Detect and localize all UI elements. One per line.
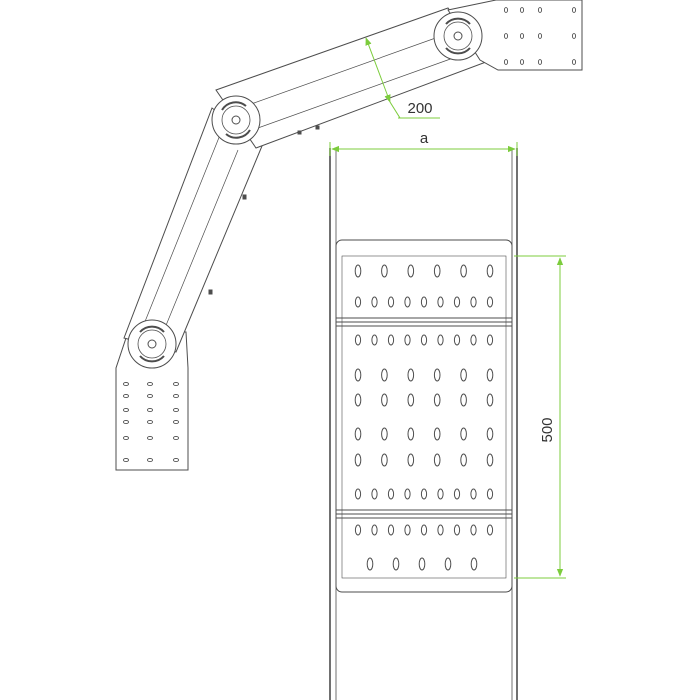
- dimension-length-label: 500: [539, 417, 556, 442]
- perforation-slot: [404, 488, 411, 500]
- perforation-slot: [371, 524, 378, 536]
- dimension-length: 500: [514, 255, 566, 579]
- perforation-slot: [453, 334, 461, 346]
- perforation-slot: [371, 296, 378, 308]
- perforation-slot: [433, 453, 441, 467]
- perforation-slot: [404, 334, 411, 346]
- perforation-slot: [418, 557, 426, 571]
- perforation-slot: [387, 488, 395, 500]
- perforation-slot: [470, 488, 477, 500]
- perforation-slot: [404, 524, 411, 536]
- perforation-slot: [381, 427, 388, 441]
- straight-tray: [329, 148, 518, 700]
- dimension-width: a: [329, 130, 518, 156]
- stiffening-rib-upper: [336, 317, 512, 327]
- perforation-slot: [407, 368, 415, 382]
- perforation-slot: [420, 524, 428, 536]
- perforation-slot: [354, 524, 362, 536]
- perforation-slot: [453, 488, 461, 500]
- perforation-slot: [460, 393, 467, 407]
- tray-cover: [335, 239, 513, 593]
- perforation-slot: [392, 557, 400, 571]
- perforation-slot: [486, 334, 494, 346]
- perforation-slot: [354, 368, 362, 382]
- perforation-slot: [407, 393, 415, 407]
- perforation-slot: [387, 296, 395, 308]
- perforation-slot: [433, 393, 441, 407]
- dimension-offset: 200: [365, 37, 440, 119]
- perforation-slot: [470, 524, 477, 536]
- adjustable-bend: [115, 0, 583, 471]
- stiffening-rib-lower: [336, 509, 512, 519]
- perforation-slot: [407, 427, 415, 441]
- perforation-slot: [437, 296, 444, 308]
- perforation-slot: [354, 427, 362, 441]
- perforation-slot: [387, 334, 395, 346]
- perforation-slot: [470, 557, 478, 571]
- perforation-slot: [387, 524, 395, 536]
- perforation-slot: [486, 296, 494, 308]
- perforation-slot: [371, 334, 378, 346]
- perforation-slot: [470, 334, 477, 346]
- perforation-slot: [371, 488, 378, 500]
- perforation-slot: [460, 427, 467, 441]
- perforation-slot: [354, 334, 362, 346]
- perforation-slot: [433, 368, 441, 382]
- perforation-slot: [433, 264, 441, 278]
- perforation-slot: [354, 296, 362, 308]
- perforation-slot: [437, 524, 444, 536]
- perforation-slot: [460, 264, 467, 278]
- perforation-slot: [381, 368, 388, 382]
- perforation-slot: [470, 296, 477, 308]
- perforation-slot: [420, 488, 428, 500]
- lower-connector-plate: [115, 331, 189, 471]
- perforation-slot: [354, 453, 362, 467]
- upper-connector-plate: [447, 0, 583, 71]
- perforation-slot: [486, 524, 494, 536]
- hinge-joint-middle: [211, 95, 261, 145]
- perforation-slot: [404, 296, 411, 308]
- perforation-slot: [366, 557, 374, 571]
- perforation-slot: [407, 264, 415, 278]
- perforation-slots: [354, 264, 494, 571]
- perforation-slot: [486, 264, 494, 278]
- perforation-slot: [437, 334, 444, 346]
- perforation-slot: [381, 453, 388, 467]
- perforation-slot: [381, 264, 388, 278]
- perforation-slot: [460, 453, 467, 467]
- perforation-slot: [354, 393, 362, 407]
- perforation-slot: [486, 368, 494, 382]
- perforation-slot: [381, 393, 388, 407]
- perforation-slot: [407, 453, 415, 467]
- perforation-slot: [486, 488, 494, 500]
- perforation-slot: [460, 368, 467, 382]
- dimension-width-label: a: [420, 130, 429, 147]
- perforation-slot: [354, 264, 362, 278]
- perforation-slot: [486, 453, 494, 467]
- diagonal-arm: [123, 107, 263, 353]
- hinge-joint-lower: [127, 319, 177, 369]
- perforation-slot: [420, 296, 428, 308]
- perforation-slot: [486, 427, 494, 441]
- perforation-slot: [354, 488, 362, 500]
- perforation-slot: [433, 427, 441, 441]
- perforation-slot: [437, 488, 444, 500]
- perforation-slot: [444, 557, 452, 571]
- perforation-slot: [453, 524, 461, 536]
- perforation-slot: [453, 296, 461, 308]
- dimension-offset-label: 200: [407, 100, 432, 117]
- hinge-joint-upper: [433, 11, 483, 61]
- perforation-slot: [420, 334, 428, 346]
- perforation-slot: [486, 393, 494, 407]
